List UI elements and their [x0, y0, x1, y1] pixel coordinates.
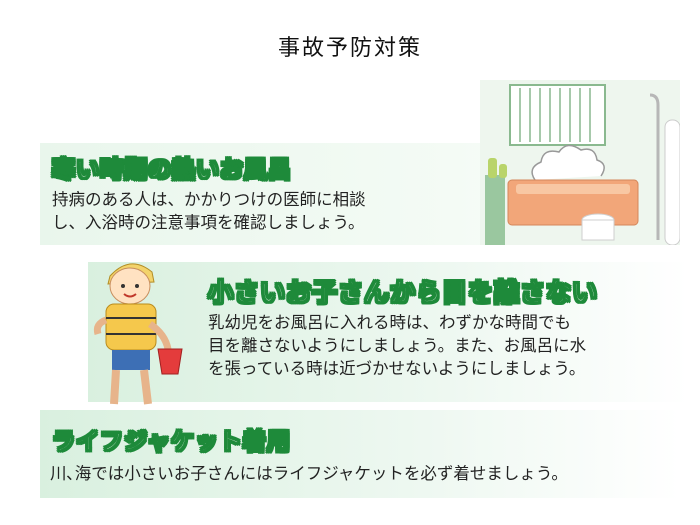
child-in-life-jacket-illustration [93, 263, 183, 405]
section-heading-watch-children: 小さいお子さんから目を離さない [207, 278, 599, 308]
section-body-life-jacket: 川､海では小さいお子さんにはライフジャケットを必ず着せましょう。 [50, 462, 568, 485]
body-line: 乳幼児をお風呂に入れる時は、わずかな時間でも [208, 313, 571, 332]
body-line: 川､海では小さいお子さんにはライフジャケットを必ず着せましょう。 [50, 464, 568, 483]
section-body-watch-children: 乳幼児をお風呂に入れる時は、わずかな時間でも 目を離さないようにしましょう。また… [208, 311, 586, 380]
section-heading-hot-bath: 寒い時期の熱いお風呂 [52, 157, 292, 184]
body-line: を張っている時は近づかせないようにしましょう。 [208, 359, 586, 378]
section-panel-life-jacket [40, 410, 680, 498]
body-line: し、入浴時の注意事項を確認しましょう。 [52, 213, 365, 232]
steam [531, 144, 605, 181]
bathroom-illustration [480, 80, 680, 245]
page-title: 事故予防対策 [277, 36, 422, 61]
section-panel-watch-children [88, 262, 688, 402]
section-heading-life-jacket: ライフジャケット着用 [52, 429, 291, 456]
section-body-hot-bath: 持病のある人は、かかりつけの医師に相談 し、入浴時の注意事項を確認しましょう。 [52, 188, 366, 234]
red-bucket [157, 348, 183, 375]
body-line: 持病のある人は、かかりつけの医師に相談 [52, 190, 366, 209]
body-line: 目を離さないようにしましょう。また、お風呂に水 [208, 336, 587, 355]
